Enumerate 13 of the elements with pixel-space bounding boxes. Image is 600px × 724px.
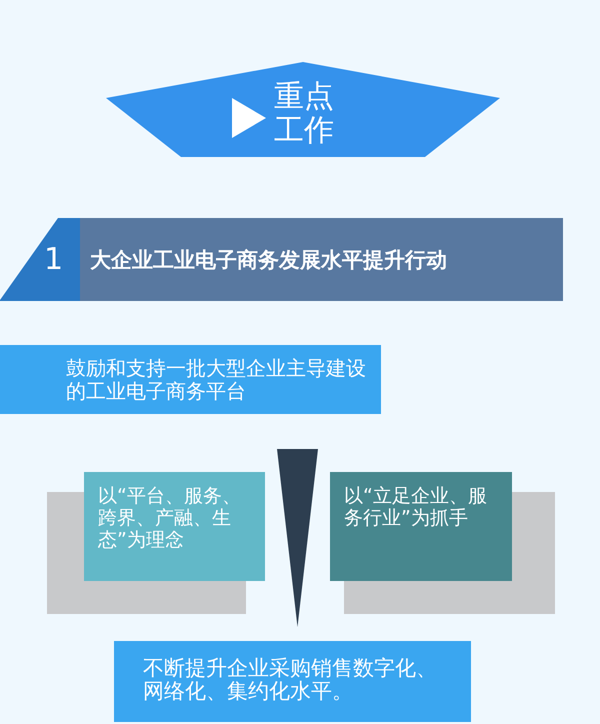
section-title: 大企业工业电子商务发展水平提升行动 xyxy=(90,247,447,273)
text-panel xyxy=(114,641,471,722)
panel-text: 以“立足企业、服务行业”为抓手 xyxy=(344,485,488,529)
heading-banner xyxy=(106,62,500,157)
divider-wedge xyxy=(277,449,318,627)
panel-text: 不断提升企业采购销售数字化、网络化、集约化水平。 xyxy=(143,657,438,703)
text-panel xyxy=(84,472,265,581)
text-panel xyxy=(0,345,381,414)
section-number: 1 xyxy=(44,243,64,277)
heading-text: 重点工作 xyxy=(274,80,335,148)
text-panel xyxy=(330,472,512,581)
panel-text: 鼓励和支持一批大型企业主导建设的工业电子商务平台 xyxy=(66,357,367,403)
panel-text: 以“平台、服务、跨界、产融、生态”为理念 xyxy=(98,485,242,551)
